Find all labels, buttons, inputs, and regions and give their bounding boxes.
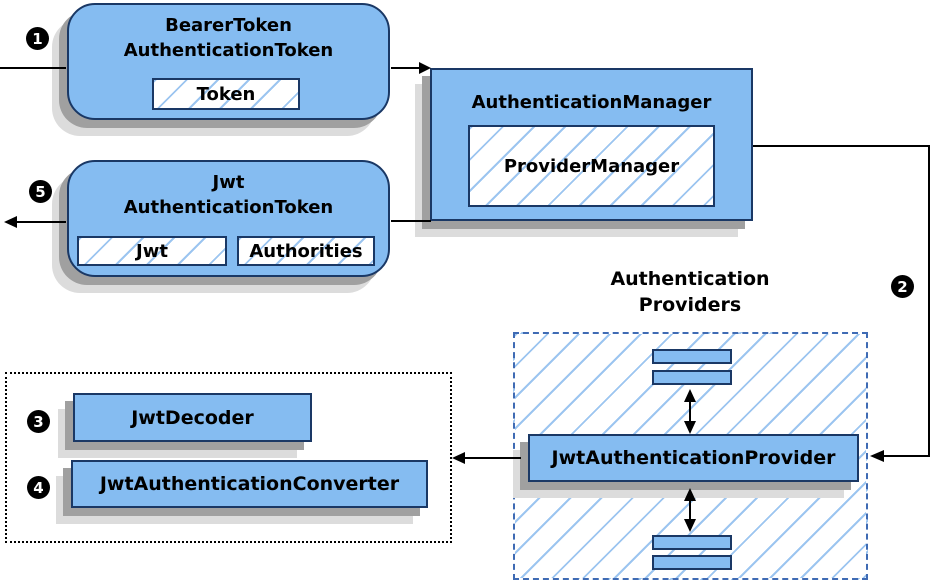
authentication-providers-heading: Authentication Providers — [540, 266, 840, 318]
jwt-token-node-title: Jwt AuthenticationToken — [69, 170, 388, 220]
jwt-decoder-node: JwtDecoder — [73, 393, 312, 442]
jwt-authentication-token-node: Jwt AuthenticationToken Jwt Authorities — [67, 160, 390, 277]
step-2-badge: 2 — [891, 275, 914, 298]
authentication-providers-heading-line1: Authentication — [610, 268, 770, 290]
manager-to-provider-arrowhead — [870, 450, 884, 462]
authentication-manager-node: AuthenticationManager ProviderManager — [430, 68, 753, 221]
authorities-field: Authorities — [237, 236, 375, 266]
bearer-token-title-line2: AuthenticationToken — [123, 40, 334, 61]
jwt-field: Jwt — [77, 236, 227, 266]
jwt-token-title-line2: AuthenticationToken — [123, 197, 334, 218]
authentication-manager-title: AuthenticationManager — [432, 90, 751, 115]
authentication-manager-title-text: AuthenticationManager — [471, 92, 712, 113]
jwt-token-outgoing-arrowhead — [4, 216, 17, 228]
step-1-number: 1 — [32, 29, 43, 48]
step-1-badge: 1 — [26, 27, 49, 50]
step-3-badge: 3 — [27, 410, 50, 433]
step-2-number: 2 — [897, 277, 908, 296]
jwt-authentication-converter-label: JwtAuthenticationConverter — [99, 473, 400, 495]
step-4-number: 4 — [33, 478, 44, 497]
authorities-field-label: Authorities — [249, 240, 363, 262]
other-provider-bar — [652, 555, 732, 570]
token-field: Token — [152, 78, 300, 110]
bearer-token-authentication-token-node: BearerToken AuthenticationToken Token — [67, 3, 390, 120]
authentication-providers-heading-line2: Providers — [638, 294, 742, 316]
bearer-token-node-title: BearerToken AuthenticationToken — [69, 13, 388, 63]
provider-to-helpers-arrowhead — [452, 452, 465, 464]
jwt-decoder-label: JwtDecoder — [131, 406, 254, 429]
other-provider-bar — [652, 370, 732, 385]
jwt-authentication-converter-node: JwtAuthenticationConverter — [71, 460, 428, 508]
bearer-token-title-line1: BearerToken — [165, 15, 292, 36]
step-5-badge: 5 — [29, 180, 52, 203]
jwt-field-label: Jwt — [136, 240, 168, 262]
step-3-number: 3 — [33, 412, 44, 431]
step-4-badge: 4 — [27, 476, 50, 499]
jwt-authentication-provider-label: JwtAuthenticationProvider — [551, 447, 836, 469]
other-provider-bar — [652, 349, 732, 364]
jwt-authentication-provider-node: JwtAuthenticationProvider — [528, 434, 859, 482]
jwt-token-title-line1: Jwt — [212, 172, 245, 193]
token-field-label: Token — [196, 83, 256, 105]
step-5-number: 5 — [35, 182, 46, 201]
other-provider-bar — [652, 535, 732, 550]
provider-manager-field-label: ProviderManager — [503, 155, 680, 177]
provider-manager-field: ProviderManager — [468, 125, 715, 207]
